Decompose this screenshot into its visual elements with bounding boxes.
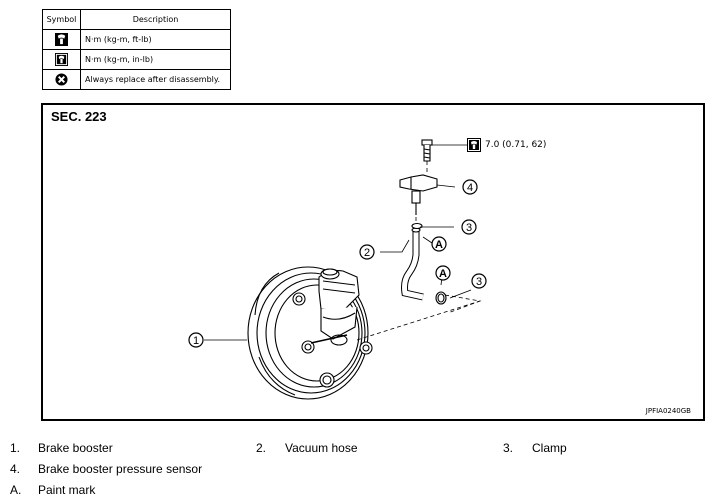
legend-header-symbol: Symbol [42, 9, 81, 30]
part-name: Paint mark [38, 483, 96, 497]
clamp-upper-drawing [411, 222, 423, 230]
torque-wrench-icon [55, 53, 68, 66]
pressure-sensor-drawing [399, 174, 438, 215]
callout-4: 4 [462, 179, 478, 195]
part-name: Brake booster [38, 441, 113, 455]
replace-x-icon [55, 73, 68, 86]
part-name: Clamp [532, 441, 567, 455]
figure-code: JPFIA0240GB [645, 407, 691, 415]
torque-spec-text: 7.0 (0.71, 62) [485, 140, 547, 150]
brake-booster-diagram: 1 2 4 3 3 A A [188, 138, 487, 400]
callout-1-label: 1 [193, 335, 199, 347]
legend-description: Always replace after disassembly. [80, 69, 231, 90]
callout-a-upper-label: A [435, 239, 443, 251]
part-number: 2. [256, 441, 267, 455]
callout-a-upper: A [431, 236, 447, 252]
section-label: SEC. 223 [51, 109, 107, 124]
part-name: Vacuum hose [285, 441, 358, 455]
callout-2-label: 2 [364, 247, 370, 259]
torque-wrench-icon [55, 33, 68, 46]
vacuum-hose-drawing [401, 227, 424, 301]
legend-description: N·m (kg-m, ft-lb) [80, 29, 231, 50]
bolt-drawing [421, 139, 433, 162]
clamp-lower-drawing [435, 291, 447, 305]
callout-1: 1 [188, 332, 204, 348]
callout-2: 2 [359, 244, 375, 260]
leader-lines [204, 144, 472, 341]
callout-3-upper: 3 [461, 219, 477, 235]
part-number: 4. [10, 462, 21, 476]
part-number: 3. [503, 441, 514, 455]
legend-row: Always replace after disassembly. [42, 69, 231, 90]
legend-row: N·m (kg-m, in-lb) [42, 49, 231, 70]
callout-3-lower: 3 [471, 273, 487, 289]
master-cylinder-drawing [310, 268, 360, 346]
guide-lines [356, 161, 482, 341]
callout-a-lower: A [435, 265, 451, 281]
symbol-legend-table: Symbol Description N·m (kg-m, ft-lb) N·m… [42, 9, 231, 90]
legend-header-row: Symbol Description [42, 9, 231, 30]
callout-a-lower-label: A [439, 268, 447, 280]
part-number: A. [10, 483, 22, 497]
part-name: Brake booster pressure sensor [38, 462, 203, 476]
callout-3-lower-label: 3 [476, 276, 482, 288]
part-number: 1. [10, 441, 21, 455]
legend-row: N·m (kg-m, ft-lb) [42, 29, 231, 50]
legend-description: N·m (kg-m, in-lb) [80, 49, 231, 70]
figure-frame: SEC. 223 [41, 103, 705, 421]
legend-header-description: Description [80, 9, 231, 30]
torque-wrench-icon [467, 138, 481, 152]
callout-3-upper-label: 3 [466, 222, 472, 234]
callout-4-label: 4 [467, 182, 473, 194]
